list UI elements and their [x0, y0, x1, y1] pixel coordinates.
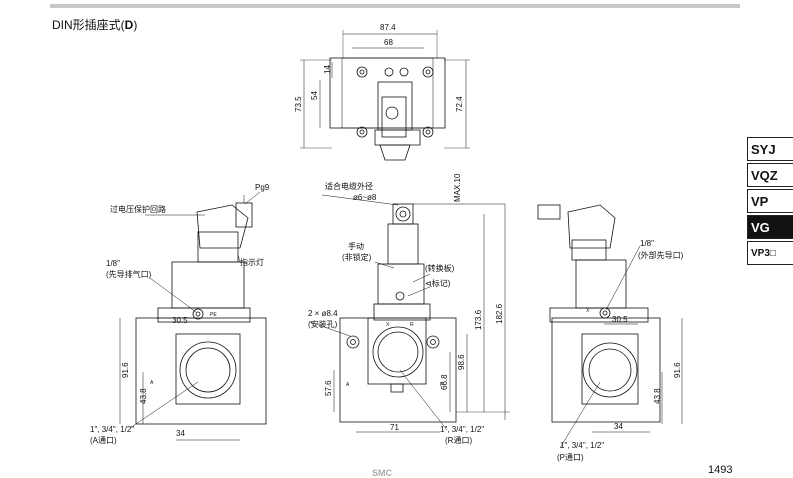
label-cable-range: ø6~ø8 — [353, 193, 377, 202]
header-rule — [50, 4, 740, 8]
label-surge-circuit: 过电压保护回路 — [110, 204, 166, 214]
label-pilot-exhaust: (先导排气口) — [106, 269, 152, 279]
dim-34-left: 34 — [176, 429, 185, 438]
dim-max-10: MAX.10 — [453, 173, 462, 202]
label-r-port: (R通口) — [445, 435, 472, 445]
mark-a-left: A — [150, 380, 154, 386]
label-port-size-p: 1", 3/4", 1/2" — [560, 441, 604, 450]
mark-pe: PE — [210, 312, 217, 318]
mark-r: R — [410, 322, 414, 328]
label-mount-hole-size: 2 × ø8.4 — [308, 309, 338, 318]
dim-68: 68 — [384, 38, 393, 47]
dim-72-4: 72.4 — [455, 96, 464, 112]
tab-vg[interactable]: VG — [747, 215, 793, 239]
label-manual: 手动 — [348, 241, 364, 251]
dim-43-8-right: 43.8 — [653, 388, 662, 404]
footer-logo: SMC — [372, 468, 392, 478]
dim-14: 14 — [323, 65, 332, 74]
mark-a-center: A — [346, 382, 350, 388]
dim-98-6: 98.6 — [457, 354, 466, 370]
label-switch-plate: (转换板) — [425, 263, 455, 273]
tab-syj[interactable]: SYJ — [747, 137, 793, 161]
mark-x-center: X — [386, 322, 390, 328]
label-pg9: Pg9 — [255, 183, 270, 192]
dim-43-8-left: 43.8 — [139, 388, 148, 404]
dim-71: 71 — [390, 423, 399, 432]
dim-30-5-right: 30.5 — [612, 315, 628, 324]
dim-57-6: 57.6 — [324, 380, 333, 396]
dim-54: 54 — [310, 91, 319, 100]
label-port-size-a: 1", 3/4", 1/2" — [90, 425, 134, 434]
dim-91-6-left: 91.6 — [121, 362, 130, 378]
label-a-port: (A通口) — [90, 435, 117, 445]
dim-173-6: 173.6 — [474, 309, 483, 330]
drawing-texts: 87.4 68 14 54 73.5 72.4 MAX.10 Pg9 过电压保护… — [90, 23, 684, 462]
label-p-port: (P通口) — [557, 452, 584, 462]
dim-91-6-right: 91.6 — [673, 362, 682, 378]
label-non-locking: (非锁定) — [342, 252, 372, 262]
label-external-pilot: (外部先导口) — [638, 250, 684, 260]
dim-30-5-left: 30.5 — [172, 316, 188, 325]
tab-vp3[interactable]: VP3□ — [747, 241, 793, 265]
dim-182-6: 182.6 — [495, 303, 504, 324]
mark-x-right: X — [586, 308, 590, 314]
label-mount-holes: (安装孔) — [308, 319, 338, 329]
label-marking: ⊲标记) — [425, 278, 451, 288]
right-view — [537, 204, 683, 449]
mark-p: P — [440, 382, 444, 388]
top-view — [300, 30, 470, 161]
label-indicator-light: 指示灯 — [240, 257, 264, 267]
label-port-size-r: 1", 3/4", 1/2" — [440, 425, 484, 434]
label-1-8: 1/8" — [106, 259, 120, 268]
dim-73-5: 73.5 — [294, 96, 303, 112]
left-view — [119, 191, 267, 441]
dim-87-4: 87.4 — [380, 23, 396, 32]
page-number: 1493 — [708, 464, 733, 476]
page-title: DIN形插座式(D) — [52, 18, 138, 32]
tab-vqz[interactable]: VQZ — [747, 163, 793, 187]
tab-vp[interactable]: VP — [747, 189, 793, 213]
series-tabs: SYJ VQZ VP VG VP3□ — [747, 137, 793, 267]
dim-66-8: 66.8 — [440, 374, 449, 390]
label-cable-od: 适合电缆外径 — [325, 181, 373, 191]
dim-34-right: 34 — [614, 422, 623, 431]
center-view — [309, 194, 510, 433]
label-1-8-right: 1/8" — [640, 239, 654, 248]
